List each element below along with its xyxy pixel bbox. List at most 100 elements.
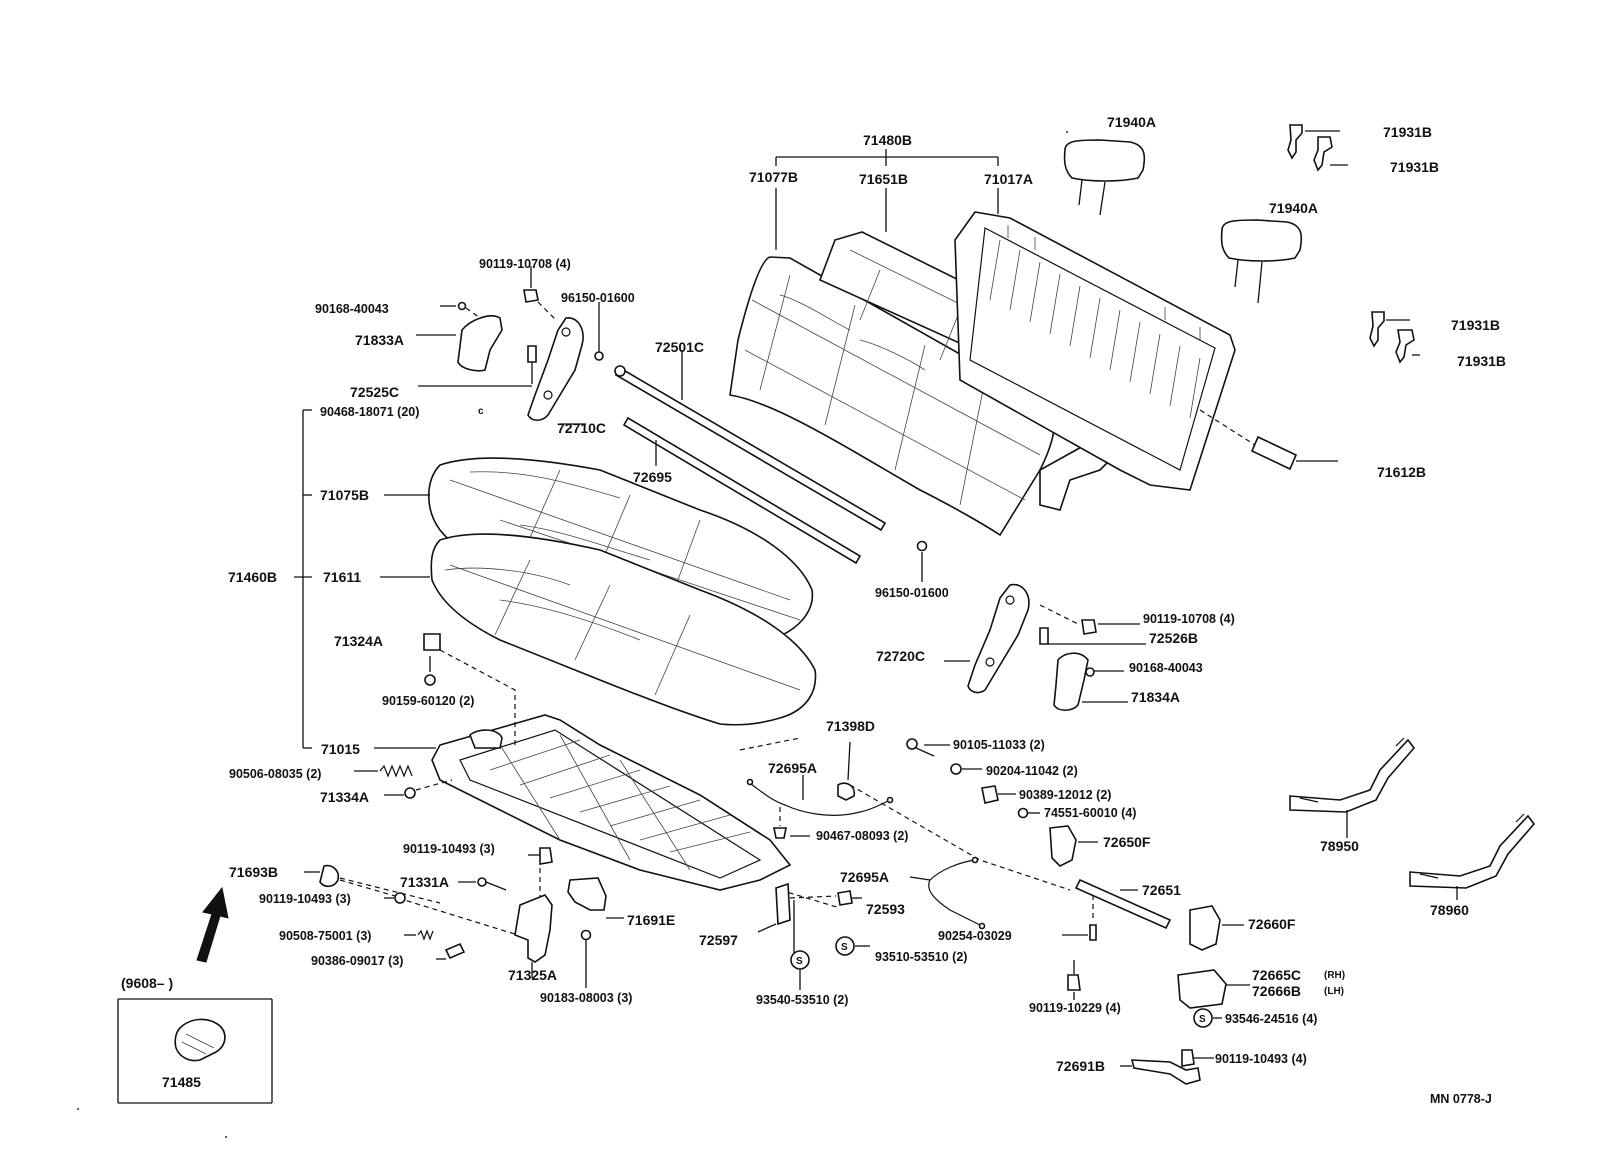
plate-72691B (1120, 1059, 1201, 1085)
lock-72650F (1049, 825, 1098, 867)
label-72501C: 72501C (655, 339, 704, 355)
label-90386-09017: 90386-09017 (3) (311, 954, 403, 968)
clip-96150-01600-upper (594, 302, 604, 361)
bolt-90119-10708-left (523, 266, 557, 321)
pin-72525C (418, 345, 537, 387)
nut-90204-11042 (950, 763, 982, 775)
label-72593: 72593 (866, 901, 905, 917)
bolt-71331A (458, 877, 507, 891)
label-72691B: 72691B (1056, 1058, 1105, 1074)
lock-72660F (1189, 905, 1244, 951)
label-90508-75001: 90508-75001 (3) (279, 929, 371, 943)
cable-72695A-upper (746, 775, 894, 816)
label-90506-08035: 90506-08035 (2) (229, 767, 321, 781)
headrest-support-1 (1287, 124, 1340, 160)
label-71651B: 71651B (859, 171, 908, 187)
label-71460B: 71460B (228, 569, 277, 585)
label-72526B: 72526B (1149, 630, 1198, 646)
label-93540-53510: 93540-53510 (2) (756, 993, 848, 1007)
nut-72593 (789, 890, 862, 906)
headrest-left (1063, 139, 1146, 216)
label-96150-01600-b: 96150-01600 (875, 586, 949, 600)
inset-box (117, 998, 273, 1104)
headrest-support-4 (1395, 329, 1420, 364)
headrest-support-3 (1369, 311, 1410, 348)
hinge-72720C (944, 583, 1030, 694)
seatback-assembly-bracket (775, 149, 999, 250)
label-71485: 71485 (162, 1074, 201, 1090)
s-symbol-1 (790, 950, 810, 990)
seat-belt-78960 (1409, 813, 1536, 900)
label-71940A-2: 71940A (1269, 200, 1318, 216)
s-symbol-2 (835, 936, 870, 956)
label-71693B: 71693B (229, 864, 278, 880)
label-71931B-1: 71931B (1383, 124, 1432, 140)
label-71334A: 71334A (320, 789, 369, 805)
label-72710C: 72710C (557, 420, 606, 436)
s-symbol-3-letter: S (1199, 1014, 1206, 1025)
label-90168-40043-a: 90168-40043 (315, 302, 389, 316)
label-71331A: 71331A (400, 874, 449, 890)
label-72666B: 72666B (1252, 983, 1301, 999)
label-71480B: 71480B (863, 132, 912, 148)
clip-96150-01600-lower (916, 540, 928, 582)
label-90168-40043-b: 90168-40043 (1129, 661, 1203, 675)
label-71017A: 71017A (984, 171, 1033, 187)
headrest-support-2 (1313, 136, 1348, 172)
s-symbol-1-letter: S (796, 956, 803, 967)
cable-72695A-lower (909, 856, 986, 930)
clip-71398D (837, 741, 856, 801)
clip-90467-08093 (773, 807, 810, 839)
plate-72597 (757, 882, 795, 955)
label-90254-03029: 90254-03029 (938, 929, 1012, 943)
label-71834A: 71834A (1131, 689, 1180, 705)
label-90389-12012: 90389-12012 (2) (1019, 788, 1111, 802)
rod-72695 (622, 416, 862, 565)
clip-c-glyph: c (478, 406, 484, 417)
bolt-90105-11033 (906, 738, 950, 757)
label-90468-18071: 90468-18071 (20) (320, 405, 419, 419)
label-90105-11033: 90105-11033 (2) (953, 738, 1045, 752)
hinge-cover-right (1053, 652, 1128, 712)
spacer-90389-12012 (981, 785, 1016, 804)
seatback-frame (954, 211, 1236, 491)
label-90159-60120: 90159-60120 (2) (382, 694, 474, 708)
label-96150-01600-a: 96150-01600 (561, 291, 635, 305)
label-90119-10229: 90119-10229 (4) (1029, 1001, 1121, 1015)
label-72666B-side: (LH) (1324, 986, 1344, 997)
label-90119-10493-c: 90119-10493 (4) (1215, 1052, 1307, 1066)
bracket-71324A (423, 633, 516, 745)
label-71325A: 71325A (508, 967, 557, 983)
label-93546-24516: 93546-24516 (4) (1225, 1012, 1317, 1026)
label-72660F: 72660F (1248, 916, 1296, 932)
front-direction-arrow-icon (196, 886, 229, 963)
label-72695A-1: 72695A (768, 760, 817, 776)
bolt-90119-10493-left (384, 892, 406, 904)
spring-90506-08035 (354, 764, 413, 778)
hinge-72710C (527, 317, 586, 425)
bolt-71334A (384, 779, 453, 799)
bracket-71325A (514, 894, 553, 978)
nut-90183-08003 (580, 929, 592, 988)
pin-90254-03029 (1062, 895, 1097, 941)
label-71931B-3: 71931B (1451, 317, 1500, 333)
seat-cushion-pad (430, 533, 817, 726)
label-71075B: 71075B (320, 487, 369, 503)
label-90119-10493-a: 90119-10493 (3) (403, 842, 495, 856)
rod-72651 (1074, 878, 1172, 930)
label-72651: 72651 (1142, 882, 1181, 898)
cover-71691E (567, 877, 624, 919)
bolt-90119-10493-lower-right (1181, 1049, 1214, 1067)
label-90183-08003: 90183-08003 (3) (540, 991, 632, 1005)
striker-72665C-72666B (1177, 969, 1250, 1009)
label-72650F: 72650F (1103, 834, 1151, 850)
label-72665C-side: (RH) (1324, 970, 1345, 981)
screw-90168-40043-left (440, 301, 481, 319)
label-71931B-4: 71931B (1457, 353, 1506, 369)
bolt-90119-10229 (1067, 960, 1081, 1000)
label-71931B-2: 71931B (1390, 159, 1439, 175)
label-78950: 78950 (1320, 838, 1359, 854)
seat-frame (431, 714, 792, 891)
label-90467-08093: 90467-08093 (2) (816, 829, 908, 843)
